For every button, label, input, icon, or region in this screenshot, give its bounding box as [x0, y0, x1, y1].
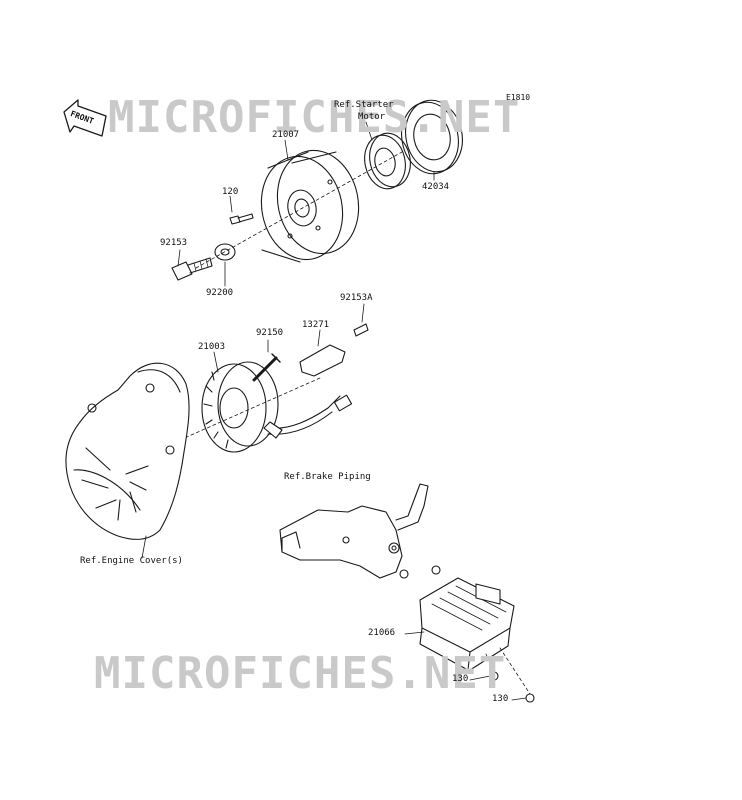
bolt-92153a-part	[353, 323, 369, 337]
part-130-label-1: 130	[452, 674, 469, 684]
bolt-92150-part	[252, 353, 281, 382]
regulator-rectifier-part	[419, 577, 515, 671]
watermark-bottom: MICROFICHES.NET	[94, 648, 507, 699]
front-arrow-icon	[63, 99, 107, 137]
ref-starter-motor-label-2: Motor	[358, 112, 386, 122]
part-92153-label: 92153	[160, 238, 188, 248]
bolt-120-part	[229, 213, 254, 225]
part-13271-label: 13271	[302, 320, 330, 330]
gear-cover-part	[401, 99, 463, 175]
part-21003-label: 21003	[198, 342, 226, 352]
rotor-flywheel-part	[260, 149, 360, 263]
part-92200-label: 92200	[206, 288, 234, 298]
ref-starter-motor-label: Ref.Starter	[334, 100, 394, 110]
part-92153a-label: 92153A	[340, 293, 373, 303]
part-21007-label: 21007	[272, 130, 300, 140]
watermark-top: MICROFICHES.NET	[108, 92, 521, 143]
stator-part	[201, 361, 353, 453]
part-120-label: 120	[222, 187, 239, 197]
engine-cover-part	[65, 362, 190, 540]
ref-engine-cover-label: Ref.Engine Cover(s)	[80, 556, 183, 566]
bolt-130-part	[485, 647, 535, 703]
starter-clutch-part	[364, 132, 411, 190]
part-21066-label: 21066	[368, 628, 396, 638]
part-92150-label: 92150	[256, 328, 284, 338]
diagram-code: E1810	[506, 93, 531, 102]
part-42034-label: 42034	[422, 182, 450, 192]
part-130-label-2: 130	[492, 694, 509, 704]
bolt-92153-part	[171, 257, 213, 281]
ref-brake-piping-label: Ref.Brake Piping	[284, 472, 371, 482]
washer-92200-part	[214, 243, 236, 261]
bracket-part	[279, 483, 441, 579]
clamp-13271-part	[299, 344, 346, 377]
